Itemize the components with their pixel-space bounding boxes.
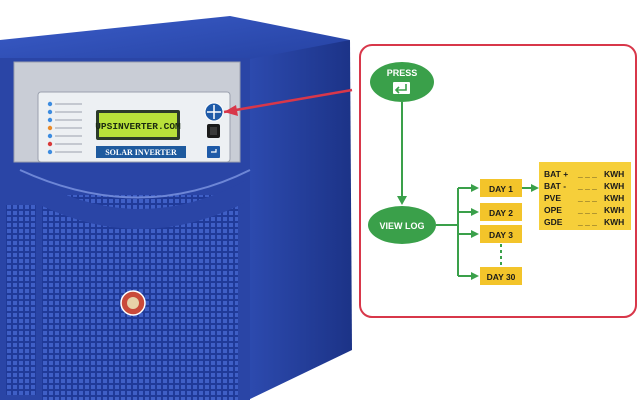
log-entry-name: OPE xyxy=(544,205,562,215)
status-led xyxy=(47,133,53,139)
log-entry-value: _ _ _ xyxy=(577,181,597,191)
callout-pointer xyxy=(223,88,353,116)
enter-key-icon xyxy=(393,82,410,94)
view-log-node xyxy=(368,206,436,244)
press-label: PRESS xyxy=(387,68,418,78)
log-arrowhead xyxy=(531,184,539,192)
day-label: DAY 2 xyxy=(489,208,513,218)
status-led xyxy=(47,141,53,147)
side-grill xyxy=(6,205,36,395)
panel-label: SOLAR INVERTER xyxy=(105,148,177,157)
branch-lines xyxy=(436,187,472,277)
status-led xyxy=(47,125,53,131)
day-label: DAY 30 xyxy=(487,272,516,282)
day-label: DAY 1 xyxy=(489,184,513,194)
brand-plate xyxy=(96,146,186,158)
log-entry-value: _ _ _ xyxy=(577,193,597,203)
lcd-text: UPSINVERTER.COM xyxy=(95,121,181,132)
cabinet-top xyxy=(0,16,350,70)
log-entry-unit: KWH xyxy=(604,193,624,203)
status-led-column xyxy=(47,101,82,155)
status-led xyxy=(47,117,53,123)
status-led xyxy=(47,101,53,107)
view-log-label: VIEW LOG xyxy=(380,221,425,231)
log-entry-name: BAT + xyxy=(544,169,568,179)
grill-arch xyxy=(30,178,250,229)
log-entry-name: PVE xyxy=(544,193,561,203)
day-box xyxy=(480,225,522,243)
branch-arrowheads xyxy=(471,184,479,280)
cabinet-side xyxy=(245,40,352,400)
log-entry-name: BAT - xyxy=(544,181,566,191)
enter-arrow-icon xyxy=(211,149,217,153)
log-entry-unit: KWH xyxy=(604,205,624,215)
log-entry-value: _ _ _ xyxy=(577,169,597,179)
day-box xyxy=(480,203,522,221)
log-entry-unit: KWH xyxy=(604,217,624,227)
log-entries: BAT + _ _ _ KWH BAT - _ _ _ KWH PVE _ _ … xyxy=(544,169,624,227)
log-entry-unit: KWH xyxy=(604,169,624,179)
log-entry-value: _ _ _ xyxy=(577,205,597,215)
log-entry-unit: KWH xyxy=(604,181,624,191)
log-box xyxy=(539,162,631,230)
inverter-unit: UPSINVERTER.COM SOLAR INVERTER xyxy=(0,16,352,400)
status-led xyxy=(47,109,53,115)
keypad-arrows-icon xyxy=(207,105,221,119)
day-box xyxy=(480,179,522,197)
log-entry-name: GDE xyxy=(544,217,563,227)
lcd-screen xyxy=(99,113,177,137)
status-led xyxy=(47,149,53,155)
day-label: DAY 3 xyxy=(489,230,513,240)
day-box xyxy=(480,267,522,285)
log-entry-value: _ _ _ xyxy=(577,217,597,227)
